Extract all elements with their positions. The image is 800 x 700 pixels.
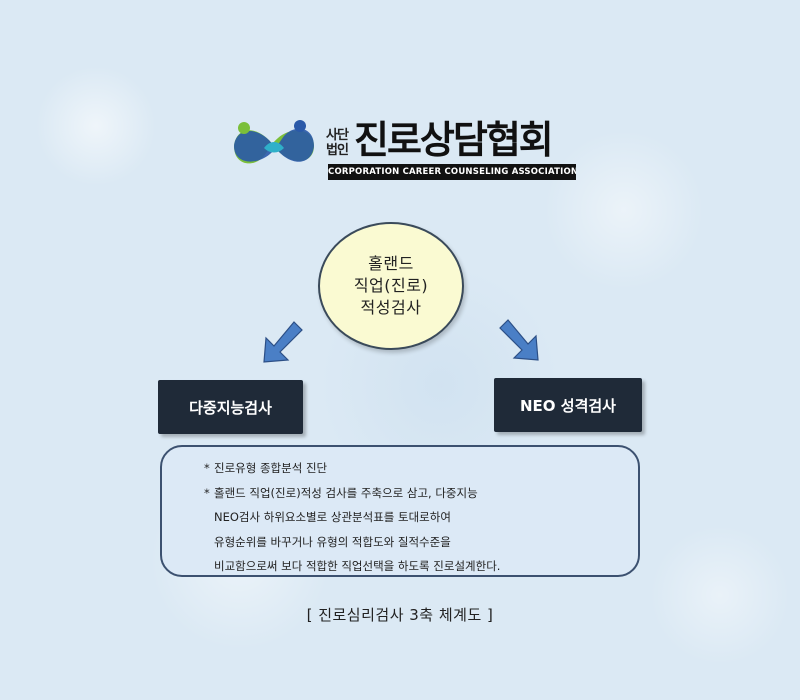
circle-label: 홀랜드 직업(진로) 적성검사 — [354, 253, 428, 319]
multiple-intelligence-test-box: 다중지능검사 — [158, 380, 303, 434]
logo-emblem-icon — [234, 120, 314, 164]
neo-personality-test-box: NEO 성격검사 — [494, 378, 642, 432]
description-panel: *진로유형 종합분석 진단 *홀랜드 직업(진로)적성 검사를 주축으로 삼고,… — [160, 445, 640, 577]
description-line-3: NEO검사 하위요소별로 상관분석표를 토대로하여 — [214, 510, 451, 524]
association-logo: 사단 법인 진로상담협회 CORPORATION CAREER COUNSELI… — [228, 114, 578, 184]
circle-line-1: 홀랜드 — [368, 254, 414, 273]
arrow-down-right-icon — [499, 319, 539, 361]
logo-english-name: CORPORATION CAREER COUNSELING ASSOCIATIO… — [328, 164, 576, 180]
arrow-down-left-icon — [263, 321, 303, 363]
diagram-caption: [ 진로심리검사 3축 체계도 ] — [306, 606, 494, 624]
description-line-2: *홀랜드 직업(진로)적성 검사를 주축으로 삼고, 다중지능 — [204, 485, 478, 500]
logo-subtitle: 사단 법인 — [326, 128, 352, 158]
logo-name: 진로상담협회 — [354, 118, 554, 162]
logo-sub-line2: 법인 — [326, 143, 349, 158]
description-line-4: 유형순위를 바꾸거나 유형의 적합도와 질적수준을 — [214, 534, 451, 549]
circle-line-3: 적성검사 — [360, 298, 422, 317]
description-line-5: 비교함으로써 보다 적합한 직업선택을 하도록 진로설계한다. — [214, 559, 501, 573]
logo-sub-line1: 사단 — [326, 128, 349, 143]
holland-test-circle: 홀랜드 직업(진로) 적성검사 — [318, 222, 464, 350]
description-line-1: *진로유형 종합분석 진단 — [204, 461, 328, 475]
circle-line-2: 직업(진로) — [353, 276, 429, 295]
